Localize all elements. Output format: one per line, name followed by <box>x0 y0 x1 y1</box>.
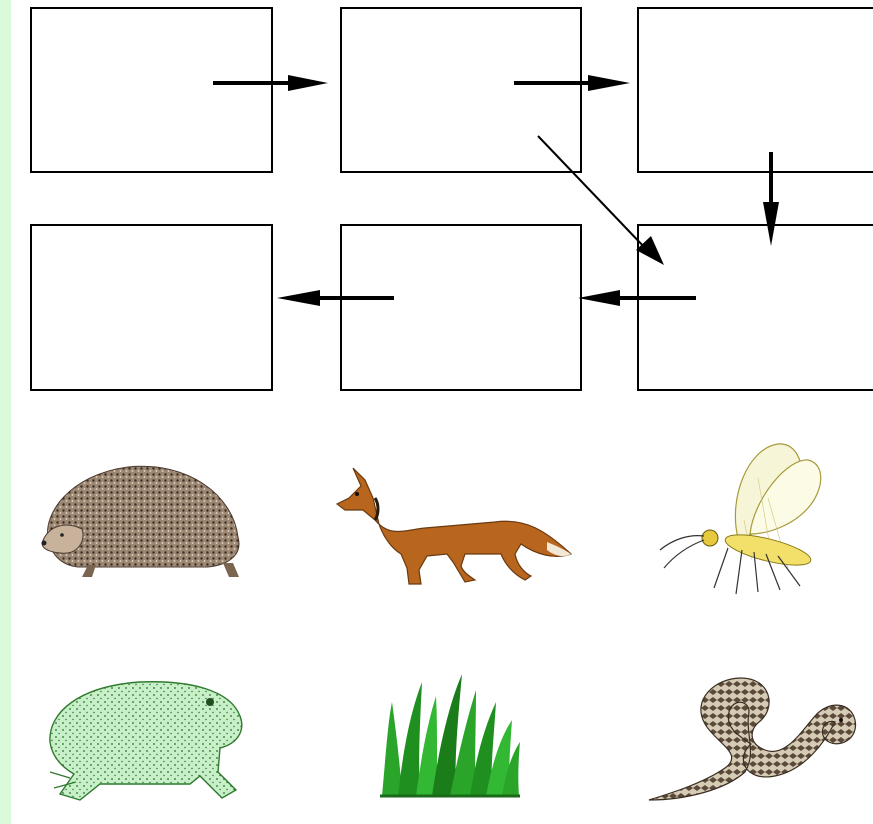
chain-box-2[interactable] <box>340 7 582 173</box>
fox-icon[interactable] <box>335 458 575 588</box>
left-border-strip <box>0 0 11 824</box>
chain-box-1[interactable] <box>30 7 273 173</box>
chain-box-5[interactable] <box>340 224 582 391</box>
chain-box-4[interactable] <box>30 224 273 391</box>
chain-box-6[interactable] <box>637 224 873 391</box>
chain-box-3[interactable] <box>637 7 873 173</box>
frog-icon[interactable] <box>40 672 252 807</box>
insect-icon[interactable] <box>658 438 833 598</box>
grass-icon[interactable] <box>378 672 523 800</box>
hedgehog-icon[interactable] <box>38 455 252 580</box>
snake-icon[interactable] <box>645 672 860 807</box>
